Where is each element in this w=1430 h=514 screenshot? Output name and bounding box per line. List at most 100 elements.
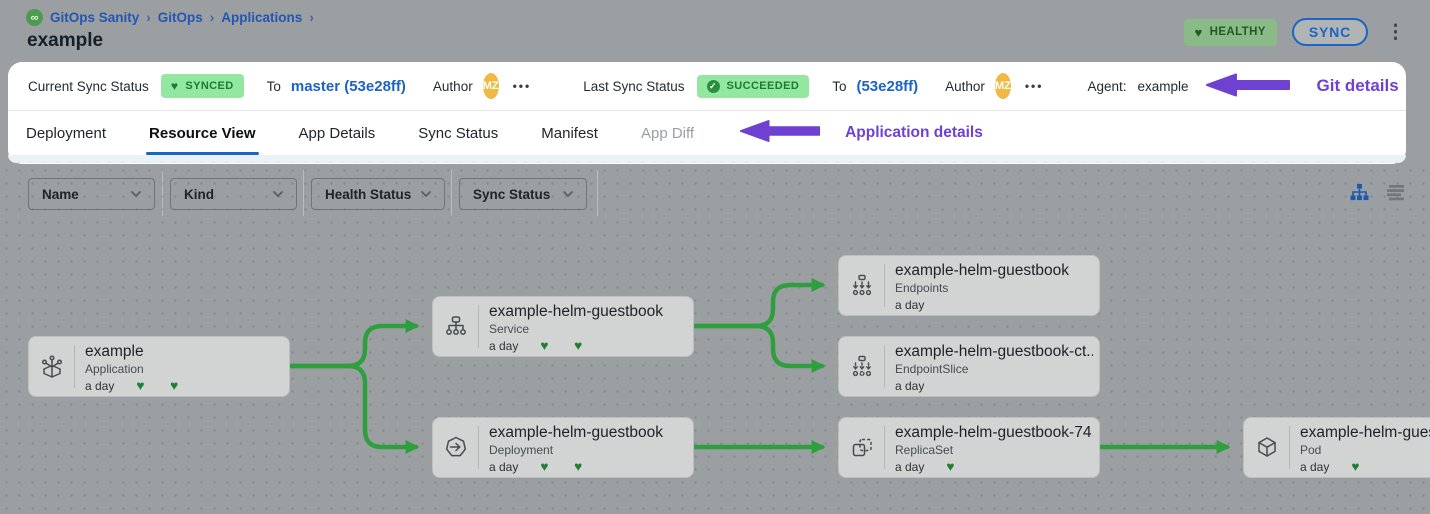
synced-badge: ♥ SYNCED xyxy=(160,74,244,98)
to-label: To xyxy=(832,78,847,94)
node-title: example-helm-guestbook-ct... xyxy=(895,343,1093,360)
tab-sync-status[interactable]: Sync Status xyxy=(418,124,499,142)
node-kind: Deployment xyxy=(489,443,554,457)
synced-badge-label: SYNCED xyxy=(185,80,234,92)
node-kind: Pod xyxy=(1300,443,1322,457)
resource-graph-canvas: Name Kind Health Status Sync Status xyxy=(0,164,1430,514)
kebab-menu-icon[interactable]: ⋮ xyxy=(1386,21,1405,43)
filter-label: Sync Status xyxy=(473,186,551,202)
annotation-arrow-icon xyxy=(739,118,821,149)
node-age: a day xyxy=(895,460,925,474)
breadcrumb-gitops[interactable]: GitOps xyxy=(157,10,203,25)
filter-health-status-dropdown[interactable]: Health Status xyxy=(311,178,445,210)
header-actions: ♥ HEALTHY SYNC ⋮ xyxy=(1183,18,1409,46)
heart-icon: ♥ xyxy=(1194,24,1203,40)
breadcrumb-applications[interactable]: Applications xyxy=(221,10,303,25)
node-pod-example-helm-guestbook[interactable]: example-helm-guest Pod a day♥ xyxy=(1243,417,1430,478)
breadcrumb-separator: › xyxy=(209,10,215,25)
tree-view-icon[interactable] xyxy=(1349,183,1370,202)
annotation-arrow-icon xyxy=(1205,72,1291,101)
sync-button[interactable]: SYNC xyxy=(1291,18,1368,46)
filter-kind-dropdown[interactable]: Kind xyxy=(170,178,297,210)
check-circle-icon: ✓ xyxy=(706,79,720,93)
node-kind: EndpointSlice xyxy=(895,362,969,376)
deployment-icon xyxy=(433,426,479,469)
node-title: example-helm-guestbook xyxy=(489,303,664,320)
health-hearts-icon: ♥ ♥ xyxy=(540,459,583,475)
current-commit-link[interactable]: master (53e28ff) xyxy=(290,77,406,95)
node-age: a day xyxy=(489,339,519,353)
replicaset-icon xyxy=(839,426,885,469)
tab-deployment[interactable]: Deployment xyxy=(26,124,107,142)
author-avatar: MZ xyxy=(482,73,499,99)
page-title: example xyxy=(27,30,104,51)
view-toggles xyxy=(1349,183,1406,202)
application-details-annotation: Application details xyxy=(845,124,983,141)
to-label: To xyxy=(266,78,281,94)
succeeded-badge: ✓ SUCCEEDED xyxy=(696,74,810,98)
chevron-down-icon xyxy=(421,191,431,198)
application-icon xyxy=(29,345,75,388)
service-icon xyxy=(433,305,479,348)
node-replicaset-example-helm-guestbook[interactable]: example-helm-guestbook-74... ReplicaSet … xyxy=(838,417,1100,478)
node-kind: ReplicaSet xyxy=(895,443,954,457)
node-application-example[interactable]: example Application a day ♥ ♥ xyxy=(28,336,290,397)
health-hearts-icon: ♥ ♥ xyxy=(136,378,179,394)
author-label: Author xyxy=(432,78,473,94)
pod-icon xyxy=(1244,426,1290,469)
breadcrumb-separator: › xyxy=(146,10,151,25)
chevron-down-icon xyxy=(273,191,283,198)
node-age: a day xyxy=(85,379,115,393)
filter-label: Kind xyxy=(184,186,214,202)
filter-label: Name xyxy=(42,186,79,202)
filter-sync-status-dropdown[interactable]: Sync Status xyxy=(459,178,587,210)
tab-manifest[interactable]: Manifest xyxy=(541,124,598,142)
node-service-example-helm-guestbook[interactable]: example-helm-guestbook Service a day♥ ♥ xyxy=(432,296,694,357)
agent-label: Agent: xyxy=(1087,78,1127,94)
endpointslice-icon xyxy=(839,345,885,388)
health-status-badge: ♥ HEALTHY xyxy=(1183,18,1277,46)
breadcrumb-gitops-sanity[interactable]: GitOps Sanity xyxy=(50,10,140,25)
panel-bottom-strip xyxy=(8,155,1406,163)
heart-icon: ♥ xyxy=(170,79,179,93)
last-sync-status-label: Last Sync Status xyxy=(583,78,685,94)
node-title: example xyxy=(85,343,144,360)
last-commit-link[interactable]: (53e28ff) xyxy=(856,77,919,95)
tab-app-diff[interactable]: App Diff xyxy=(640,124,695,142)
node-kind: Endpoints xyxy=(895,281,949,295)
sync-status-panel: Current Sync Status ♥ SYNCED To master (… xyxy=(8,62,1406,164)
node-age: a day xyxy=(895,379,925,393)
node-title: example-helm-guestbook xyxy=(489,424,664,441)
node-endpoints-example-helm-guestbook[interactable]: example-helm-guestbook Endpoints a day xyxy=(838,255,1100,316)
git-details-annotation: Git details xyxy=(1316,76,1399,95)
health-badge-label: HEALTHY xyxy=(1209,26,1266,38)
node-title: example-helm-guestbook-74... xyxy=(895,424,1093,441)
more-options-icon[interactable]: ••• xyxy=(1024,79,1044,93)
node-age: a day xyxy=(895,298,925,312)
health-hearts-icon: ♥ xyxy=(946,459,955,475)
succeeded-badge-label: SUCCEEDED xyxy=(726,80,800,92)
health-hearts-icon: ♥ xyxy=(1351,459,1360,475)
more-options-icon[interactable]: ••• xyxy=(512,79,532,93)
agent-value: example xyxy=(1137,78,1189,94)
current-sync-status-label: Current Sync Status xyxy=(28,78,149,94)
endpoints-icon xyxy=(839,264,885,307)
divider xyxy=(451,170,452,216)
breadcrumb: ∞ GitOps Sanity › GitOps › Applications … xyxy=(26,9,314,26)
filter-label: Health Status xyxy=(325,186,412,202)
top-header: ∞ GitOps Sanity › GitOps › Applications … xyxy=(0,0,1430,62)
app-tabs: Deployment Resource View App Details Syn… xyxy=(8,110,1406,155)
node-kind: Service xyxy=(489,322,530,336)
node-endpointslice-example-helm-guestbook[interactable]: example-helm-guestbook-ct... EndpointSli… xyxy=(838,336,1100,397)
tab-resource-view[interactable]: Resource View xyxy=(146,111,259,155)
sync-status-bar: Current Sync Status ♥ SYNCED To master (… xyxy=(8,62,1406,110)
divider xyxy=(303,170,304,216)
filter-name-dropdown[interactable]: Name xyxy=(28,178,155,210)
list-view-icon[interactable] xyxy=(1387,184,1406,201)
node-kind: Application xyxy=(85,362,144,376)
node-deployment-example-helm-guestbook[interactable]: example-helm-guestbook Deployment a day♥… xyxy=(432,417,694,478)
tab-app-details[interactable]: App Details xyxy=(298,124,376,142)
node-title: example-helm-guestbook xyxy=(895,262,1070,279)
divider xyxy=(597,170,598,216)
divider xyxy=(162,170,163,216)
